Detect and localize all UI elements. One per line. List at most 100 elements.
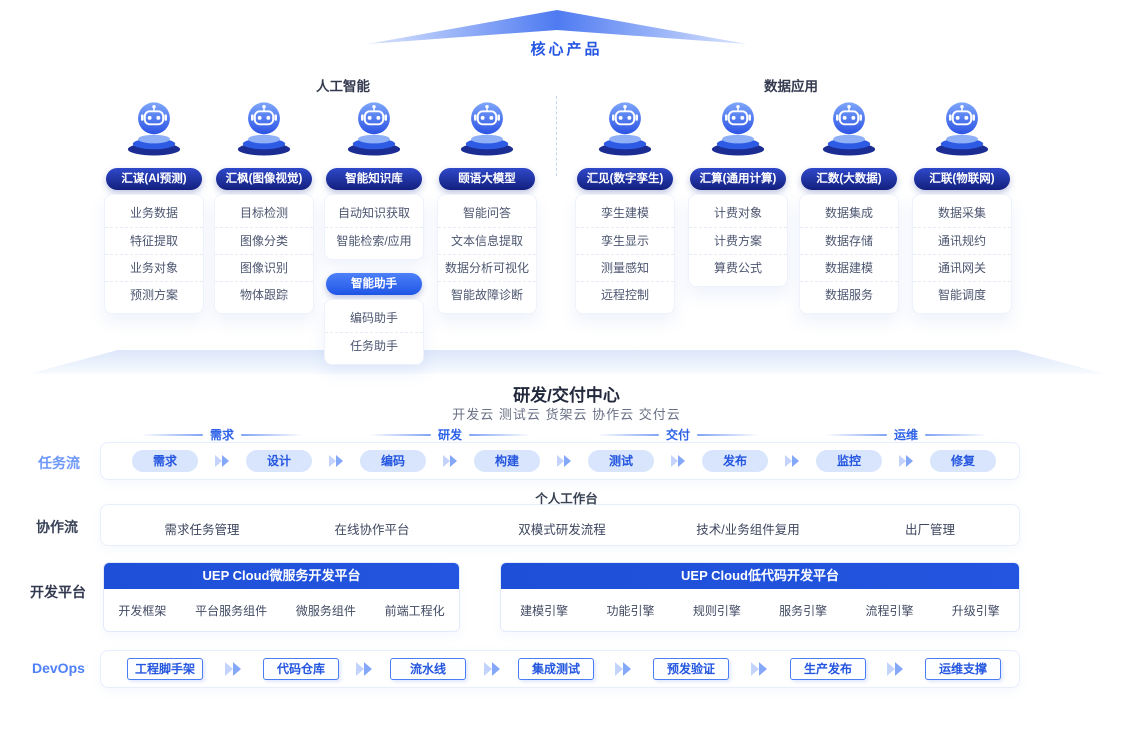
platform-item: 功能引擎 (606, 603, 655, 618)
task-pill[interactable]: 发布 (702, 450, 768, 472)
robot-icon (122, 98, 186, 156)
chevron-right-icon (328, 454, 344, 468)
lowcode-platform-box: UEP Cloud低代码开发平台 建模引擎 功能引擎 规则引擎 服务引擎 流程引… (500, 562, 1020, 632)
collab-item: 在线协作平台 (334, 523, 410, 537)
core-products-arrow-icon (367, 10, 747, 44)
product-label-pill[interactable]: 智能知识库 (326, 168, 422, 190)
product-item: 智能检索/应用 (325, 227, 423, 254)
product-label-pill[interactable]: 颐语大模型 (439, 168, 535, 190)
robot-icon (455, 98, 519, 156)
product-item: 孪生建模 (600, 206, 649, 220)
center-title: 研发/交付中心 (513, 386, 620, 405)
phase-name: 运维 (893, 428, 919, 442)
product-card: 计费对象 计费方案 算费公式 (688, 194, 788, 287)
product-item: 数据采集 (937, 206, 986, 220)
product-item: 目标检测 (239, 206, 288, 220)
product-column: 汇数(大数据) 数据集成 数据存储 数据建模 数据服务 (799, 98, 899, 314)
robot-icon (930, 98, 994, 156)
product-label-pill[interactable]: 汇算(通用计算) (690, 168, 786, 190)
assistant-card: 编码助手 任务助手 (324, 299, 424, 365)
task-pill[interactable]: 修复 (930, 450, 996, 472)
product-label-pill[interactable]: 汇联(物联网) (914, 168, 1010, 190)
product-label-pill[interactable]: 汇见(数字孪生) (577, 168, 673, 190)
product-label-pill[interactable]: 汇谋(AI预测) (106, 168, 202, 190)
product-item: 业务数据 (129, 206, 178, 220)
product-item: 通讯网关 (913, 254, 1011, 281)
chevron-right-icon (670, 454, 686, 468)
phase-line (140, 433, 203, 436)
task-pill[interactable]: 监控 (816, 450, 882, 472)
product-item: 计费对象 (713, 206, 762, 220)
task-pill[interactable]: 编码 (360, 450, 426, 472)
product-item: 图像识别 (215, 254, 313, 281)
product-item: 远程控制 (576, 281, 674, 308)
product-item: 编码助手 (349, 311, 398, 325)
assistant-label-pill[interactable]: 智能助手 (326, 273, 422, 295)
product-item: 通讯规约 (913, 227, 1011, 254)
task-pill[interactable]: 测试 (588, 450, 654, 472)
collab-item: 需求任务管理 (164, 523, 240, 537)
devops-pill[interactable]: 运维支撑 (925, 658, 1001, 680)
phase-header: 运维 (824, 426, 988, 443)
product-item: 自动知识获取 (337, 206, 410, 220)
center-subtitle: 开发云 测试云 货架云 协作云 交付云 (452, 407, 681, 422)
platform-item: 流程引擎 (865, 603, 914, 618)
phase-line (824, 433, 887, 436)
chevron-right-icon (354, 661, 374, 677)
chevron-right-icon (749, 661, 769, 677)
microservice-platform-box: UEP Cloud微服务开发平台 开发框架 平台服务组件 微服务组件 前端工程化 (103, 562, 460, 632)
phase-name: 交付 (665, 428, 691, 442)
product-item: 数据服务 (800, 281, 898, 308)
taskflow-label: 任务流 (38, 455, 80, 471)
devops-label: DevOps (32, 660, 85, 676)
product-column: 汇见(数字孪生) 孪生建模 孪生显示 测量感知 远程控制 (575, 98, 675, 314)
chevron-right-icon (223, 661, 243, 677)
phase-line (697, 433, 760, 436)
robot-icon (232, 98, 296, 156)
product-item: 业务对象 (105, 254, 203, 281)
platform-item: 平台服务组件 (195, 603, 268, 618)
product-card: 数据集成 数据存储 数据建模 数据服务 (799, 194, 899, 314)
platform-item: 开发框架 (118, 603, 167, 618)
platform-item: 建模引擎 (520, 603, 569, 618)
product-label-pill[interactable]: 汇枫(图像视觉) (216, 168, 312, 190)
product-card: 自动知识获取 智能检索/应用 (324, 194, 424, 260)
devops-pill[interactable]: 工程脚手架 (127, 658, 203, 680)
phase-header: 需求 (140, 426, 304, 443)
phase-line (596, 433, 659, 436)
platform-trapezoid (28, 350, 1105, 374)
product-column: 汇枫(图像视觉) 目标检测 图像分类 图像识别 物体跟踪 (214, 98, 314, 314)
devops-pill[interactable]: 预发验证 (653, 658, 729, 680)
product-item: 孪生显示 (576, 227, 674, 254)
phase-line (469, 433, 532, 436)
devops-pill[interactable]: 代码仓库 (263, 658, 339, 680)
product-column: 智能知识库 自动知识获取 智能检索/应用 智能助手 编码助手 任务助手 (324, 98, 424, 365)
devops-pill[interactable]: 生产发布 (790, 658, 866, 680)
platform-items: 开发框架 平台服务组件 微服务组件 前端工程化 (104, 589, 459, 631)
product-item: 智能问答 (462, 206, 511, 220)
phase-header: 交付 (596, 426, 760, 443)
product-column: 汇算(通用计算) 计费对象 计费方案 算费公式 (688, 98, 788, 287)
task-pill[interactable]: 构建 (474, 450, 540, 472)
product-item: 文本信息提取 (438, 227, 536, 254)
collab-label: 协作流 (36, 519, 78, 535)
platform-item: 微服务组件 (295, 603, 356, 618)
task-pill[interactable]: 设计 (246, 450, 312, 472)
product-item: 特征提取 (105, 227, 203, 254)
chevron-right-icon (885, 661, 905, 677)
product-label-pill[interactable]: 汇数(大数据) (801, 168, 897, 190)
task-pill[interactable]: 需求 (132, 450, 198, 472)
chevron-right-icon (613, 661, 633, 677)
platform-items: 建模引擎 功能引擎 规则引擎 服务引擎 流程引擎 升级引擎 (501, 589, 1019, 631)
devops-pill[interactable]: 集成测试 (518, 658, 594, 680)
platform-item: 升级引擎 (951, 603, 1000, 618)
chevron-right-icon (442, 454, 458, 468)
section-title-data: 数据应用 (764, 79, 818, 94)
product-item: 数据集成 (824, 206, 873, 220)
section-title-ai: 人工智能 (316, 79, 370, 94)
product-item: 测量感知 (576, 254, 674, 281)
product-column: 颐语大模型 智能问答 文本信息提取 数据分析可视化 智能故障诊断 (437, 98, 537, 314)
product-item: 数据分析可视化 (438, 254, 536, 281)
chevron-right-icon (556, 454, 572, 468)
devops-pill[interactable]: 流水线 (390, 658, 466, 680)
